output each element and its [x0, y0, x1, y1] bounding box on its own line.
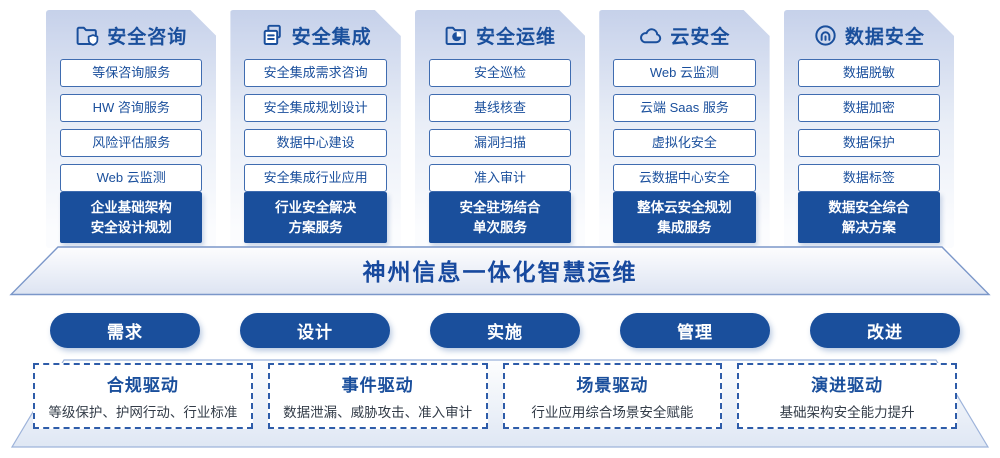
service-item-list: Web 云监测云端 Saas 服务虚拟化安全云数据中心安全 [613, 59, 755, 192]
driver-description: 基础架构安全能力提升 [779, 405, 915, 420]
service-item: Web 云监测 [613, 59, 755, 87]
driver-title: 合规驱动 [106, 376, 179, 395]
service-item-list: 安全集成需求咨询安全集成规划设计数据中心建设安全集成行业应用 [244, 59, 386, 192]
service-column: 安全运维 安全巡检基线核查漏洞扫描准入审计 安全驻场结合 单次服务 [415, 10, 585, 248]
service-item: 数据保护 [798, 129, 940, 157]
service-column-header: 安全咨询 [60, 22, 202, 49]
driver-box: 事件驱动 数据泄漏、威胁攻击、准入审计 [267, 363, 488, 429]
service-column-title: 安全运维 [476, 27, 557, 48]
driver-description: 行业应用综合场景安全赋能 [531, 405, 694, 420]
driver-boxes: 合规驱动 等级保护、护网行动、行业标准 事件驱动 数据泄漏、威胁攻击、准入审计 … [33, 363, 957, 429]
service-column-title: 安全集成 [291, 27, 372, 48]
service-column-title: 云安全 [670, 27, 731, 48]
process-pill: 管理 [620, 313, 770, 348]
service-column-header: 云安全 [613, 22, 755, 49]
service-item: 安全集成需求咨询 [244, 59, 386, 87]
service-item: 数据脱敏 [798, 59, 940, 87]
service-column-title: 数据安全 [844, 27, 925, 48]
service-item-list: 安全巡检基线核查漏洞扫描准入审计 [429, 59, 571, 192]
service-item: 安全集成行业应用 [244, 164, 386, 192]
service-highlight-box: 行业安全解决 方案服务 [244, 192, 386, 243]
service-item: 云端 Saas 服务 [613, 94, 755, 122]
process-pill: 需求 [50, 313, 200, 348]
service-item: 安全巡检 [429, 59, 571, 87]
driver-box: 合规驱动 等级保护、护网行动、行业标准 [33, 363, 253, 429]
service-item: 基线核查 [429, 94, 571, 122]
service-item: 准入审计 [429, 164, 571, 192]
service-column: 云安全 Web 云监测云端 Saas 服务虚拟化安全云数据中心安全 整体云安全规… [599, 10, 769, 248]
service-item: 安全集成规划设计 [244, 94, 386, 122]
service-columns: 安全咨询 等保咨询服务 HW 咨询服务风险评估服务 Web 云监测 企业基础架构 安… [46, 10, 954, 248]
process-pill: 设计 [240, 313, 390, 348]
service-item: 等保咨询服务 [60, 59, 202, 87]
service-column: 安全集成 安全集成需求咨询安全集成规划设计数据中心建设安全集成行业应用 行业安全… [230, 10, 400, 248]
service-item: Web 云监测 [60, 164, 202, 192]
service-column-header: 安全集成 [244, 22, 386, 49]
service-highlight-box: 整体云安全规划 集成服务 [613, 192, 755, 243]
service-item: 数据中心建设 [244, 129, 386, 157]
process-pills: 需求 设计 实施 管理 改进 [50, 313, 960, 348]
service-item: 云数据中心安全 [613, 164, 755, 192]
driver-box: 场景驱动 行业应用综合场景安全赋能 [502, 363, 723, 429]
service-item: 虚拟化安全 [613, 129, 755, 157]
service-item: 数据加密 [798, 94, 940, 122]
driver-box: 演进驱动 基础架构安全能力提升 [737, 363, 957, 429]
service-item: 漏洞扫描 [429, 129, 571, 157]
driver-description: 数据泄漏、威胁攻击、准入审计 [283, 405, 473, 420]
process-pill: 实施 [430, 313, 580, 348]
service-item: HW 咨询服务 [60, 94, 202, 122]
service-item-list: 数据脱敏数据加密数据保护数据标签 [798, 59, 940, 192]
copy-document-icon [260, 23, 285, 48]
cloud-icon [638, 23, 663, 48]
banner-title: 神州信息一体化智慧运维 [362, 259, 638, 285]
service-column: 安全咨询 等保咨询服务 HW 咨询服务风险评估服务 Web 云监测 企业基础架构 安… [46, 10, 216, 248]
service-column-header: 安全运维 [429, 22, 571, 49]
platform-banner-shape [9, 246, 991, 296]
folder-shield-icon [75, 23, 100, 48]
service-column-header: 数据安全 [798, 22, 940, 49]
service-highlight-box: 企业基础架构 安全设计规划 [60, 192, 202, 243]
driver-description: 等级保护、护网行动、行业标准 [48, 405, 238, 420]
service-item-list: 等保咨询服务 HW 咨询服务风险评估服务 Web 云监测 [60, 59, 202, 192]
folder-clock-icon [444, 23, 469, 48]
fingerprint-icon [813, 23, 838, 48]
driver-title: 演进驱动 [811, 376, 884, 395]
driver-title: 事件驱动 [341, 376, 414, 395]
driver-title: 场景驱动 [576, 376, 649, 395]
service-highlight-box: 安全驻场结合 单次服务 [429, 192, 571, 243]
service-highlight-box: 数据安全综合 解决方案 [798, 192, 940, 243]
service-item: 数据标签 [798, 164, 940, 192]
process-pill: 改进 [810, 313, 960, 348]
service-column-title: 安全咨询 [107, 27, 188, 48]
service-item: 风险评估服务 [60, 129, 202, 157]
service-column: 数据安全 数据脱敏数据加密数据保护数据标签 数据安全综合 解决方案 [784, 10, 954, 248]
